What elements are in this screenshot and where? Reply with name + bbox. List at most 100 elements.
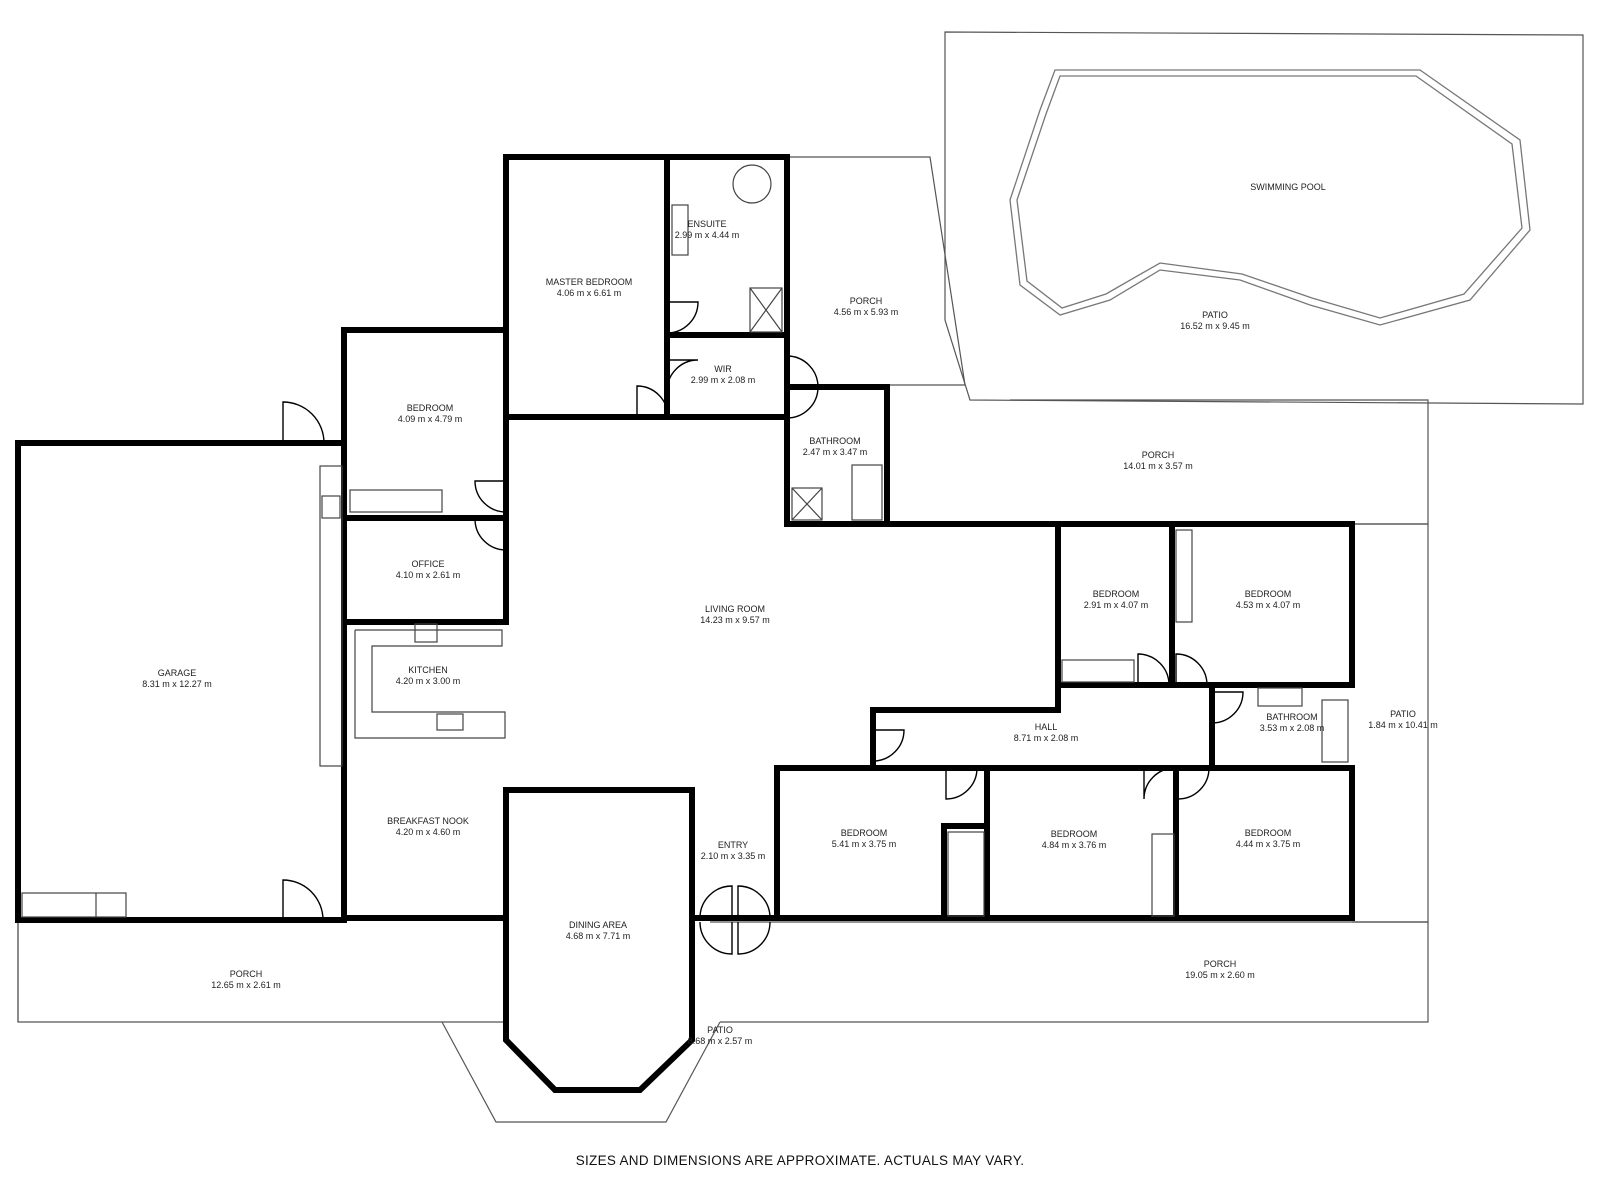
bedroom-ne2-dims-label: 4.53 m x 4.07 m	[1236, 600, 1301, 610]
porch-east-outline	[1010, 399, 1429, 525]
patio-south-dims-label: 8.68 m x 2.57 m	[688, 1036, 753, 1046]
office-dims-label: 4.10 m x 2.61 m	[396, 570, 461, 580]
living-room-name-label: LIVING ROOM	[705, 604, 765, 614]
kitchen-dims-label: 4.20 m x 3.00 m	[396, 676, 461, 686]
door-bedroom-s2	[1143, 767, 1176, 800]
master-bedroom-name-label: MASTER BEDROOM	[546, 277, 633, 287]
wir-name-label: WIR	[714, 364, 732, 374]
patio-south-name-label: PATIO	[707, 1025, 733, 1035]
ne-block-walls	[884, 521, 1355, 688]
ensuite-shower	[749, 287, 783, 333]
dining-area-name-label: DINING AREA	[569, 920, 627, 930]
living-room-dims-label: 14.23 m x 9.57 m	[700, 615, 770, 625]
porch-east-name-label: PORCH	[1142, 450, 1175, 460]
ensuite-spa	[732, 164, 772, 204]
bath-south-vanity	[1257, 687, 1303, 707]
walls	[15, 154, 1355, 1093]
door-master	[636, 385, 669, 418]
porch-north-name-label: PORCH	[850, 296, 883, 306]
robe-ne2	[1175, 529, 1193, 623]
outdoor-outlines	[17, 31, 1584, 1123]
patio-east-name-label: PATIO	[1390, 709, 1416, 719]
pool-outer-edge	[1009, 69, 1531, 326]
porch-south-outline	[710, 921, 1429, 1023]
ensuite-dims-label: 2.99 m x 4.44 m	[675, 230, 740, 240]
laundry-tub	[321, 495, 341, 519]
garage-name-label: GARAGE	[158, 668, 197, 678]
robe-s2	[1151, 833, 1175, 917]
door-entry-left	[699, 885, 733, 919]
door-bedroom-ne2	[1175, 653, 1208, 686]
pool-inner-edge	[1016, 75, 1523, 319]
door-office	[474, 518, 507, 551]
bedroom-robe	[349, 489, 443, 513]
robe-ne1	[1061, 659, 1135, 683]
bedroom-s1-dims-label: 5.41 m x 3.75 m	[832, 839, 897, 849]
bathroom-shower	[791, 487, 823, 521]
hall-dims-label: 8.71 m x 2.08 m	[1014, 733, 1079, 743]
bedroom-ne1-name-label: BEDROOM	[1093, 589, 1140, 599]
door-entry-right-2	[737, 921, 771, 955]
garage-shelf	[21, 892, 127, 918]
bedroom-ne1-dims-label: 2.91 m x 4.07 m	[1084, 600, 1149, 610]
bedroom-west-dims-label: 4.09 m x 4.79 m	[398, 414, 463, 424]
bathroom-south-dims-label: 3.53 m x 2.08 m	[1260, 723, 1325, 733]
porch-east-dims-label: 14.01 m x 3.57 m	[1123, 461, 1193, 471]
office-name-label: OFFICE	[412, 559, 445, 569]
entry-dims-label: 2.10 m x 3.35 m	[701, 851, 766, 861]
kitchen-counter	[354, 629, 506, 739]
fixtures	[21, 164, 1349, 918]
porch-west-name-label: PORCH	[230, 969, 263, 979]
south-bedrooms-outline	[774, 765, 1355, 921]
laundry-strip	[319, 465, 343, 767]
door-bedroom	[474, 480, 507, 513]
door-bedroom-ne1	[1137, 653, 1170, 686]
door-wir	[666, 359, 699, 392]
bedroom-s2-name-label: BEDROOM	[1051, 829, 1098, 839]
door-garage-north	[282, 401, 325, 444]
breakfast-nook-name-label: BREAKFAST NOOK	[387, 816, 469, 826]
dining-area-dims-label: 4.68 m x 7.71 m	[566, 931, 631, 941]
bedroom-ne2-name-label: BEDROOM	[1245, 589, 1292, 599]
pool-patio-outline	[944, 31, 1584, 405]
swimming-pool	[1009, 69, 1531, 326]
door-entry-right	[737, 885, 771, 919]
door-entry-left-2	[699, 921, 733, 955]
door-bathroom-south	[1211, 691, 1244, 724]
porch-south-dims-label: 19.05 m x 2.60 m	[1185, 970, 1255, 980]
porch-north-outline	[787, 156, 966, 386]
porch-north-dims-label: 4.56 m x 5.93 m	[834, 307, 899, 317]
bathroom-south-name-label: BATHROOM	[1266, 712, 1317, 722]
master-bedroom-dims-label: 4.06 m x 6.61 m	[557, 288, 622, 298]
garage-walls	[15, 440, 345, 923]
door-bedroom-s1	[945, 767, 978, 800]
bedroom-west-name-label: BEDROOM	[407, 403, 454, 413]
breakfast-nook-dims-label: 4.20 m x 4.60 m	[396, 827, 461, 837]
bedroom-s1-name-label: BEDROOM	[841, 828, 888, 838]
robe-s1	[947, 831, 985, 917]
swimming-pool-name-label: SWIMMING POOL	[1250, 182, 1326, 192]
bedroom-s3-dims-label: 4.44 m x 3.75 m	[1236, 839, 1301, 849]
door-bathroom-north	[786, 355, 819, 388]
patio-south-outline	[441, 1021, 721, 1123]
patio-east-dims-label: 1.84 m x 10.41 m	[1368, 720, 1438, 730]
doors	[282, 301, 1244, 955]
kitchen-name-label: KITCHEN	[408, 665, 448, 675]
entry-name-label: ENTRY	[718, 840, 748, 850]
bedroom-s2-dims-label: 4.84 m x 3.76 m	[1042, 840, 1107, 850]
wall-living-hall	[870, 521, 1061, 771]
bathroom-shower-x2	[791, 487, 823, 521]
porch-west-dims-label: 12.65 m x 2.61 m	[211, 980, 281, 990]
bedroom-s3-name-label: BEDROOM	[1245, 828, 1292, 838]
door-garage-south	[282, 879, 324, 921]
bathroom-north-name-label: BATHROOM	[809, 436, 860, 446]
ensuite-name-label: ENSUITE	[687, 219, 726, 229]
patio-pool-name-label: PATIO	[1202, 310, 1228, 320]
door-bathroom-north-2	[786, 386, 819, 419]
bath-south-tub	[1321, 699, 1349, 763]
bathroom-bath	[851, 464, 883, 521]
wir-dims-label: 2.99 m x 2.08 m	[691, 375, 756, 385]
kitchen-sink	[436, 713, 464, 731]
